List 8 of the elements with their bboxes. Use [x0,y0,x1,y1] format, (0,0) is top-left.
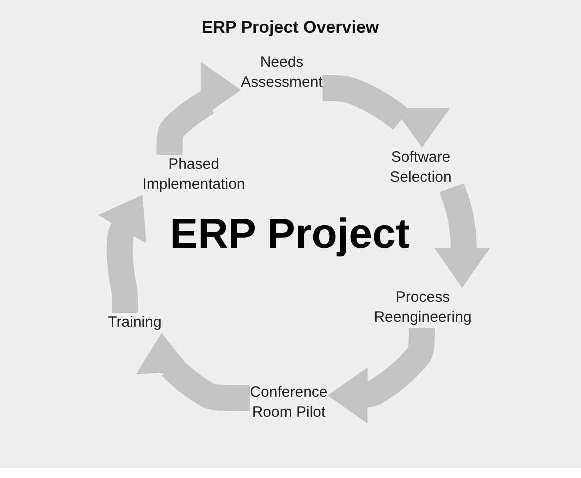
diagram-title: ERP Project Overview [200,18,380,38]
cycle-step-label: Phased Implementation [142,155,246,195]
cycle-step-label: Conference Room Pilot [250,383,328,423]
cycle-step-label: Training [108,313,162,333]
cycle-step-label: Software Selection [390,148,452,188]
cycle-step-label: Process Reengineering [374,288,472,328]
cycle-step-label: Needs Assessment [241,53,323,93]
center-heading: ERP Project [169,210,411,258]
